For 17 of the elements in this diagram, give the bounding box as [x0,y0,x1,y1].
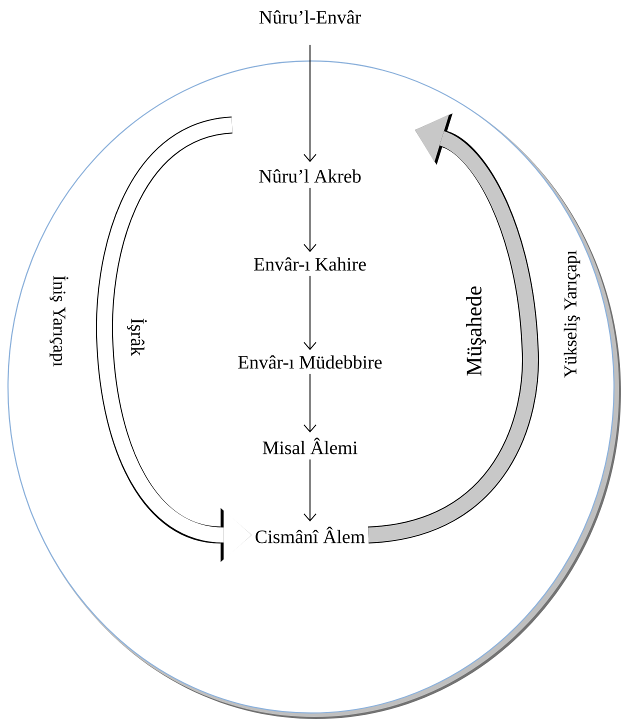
radius-label: İniş Yarıçapı [50,276,68,366]
radius-label: Yükseliş Yarıçapı [564,250,580,378]
arrow [304,458,316,522]
node-text: Cismânî Âlem [256,526,365,544]
block-arrow [367,113,539,544]
node-text: Nûru’l Akreb [259,169,361,183]
node-text: Misal Âlemi [262,438,358,454]
arrow [304,373,316,433]
block-arrow [96,116,252,562]
edge-label: Müşahede [466,286,486,376]
arrow [304,187,316,252]
node-text: Envâr-ı Kahire [254,257,366,271]
arrow [304,44,316,162]
node-text: Nûru’l-Envâr [259,10,362,24]
arrow [304,275,316,350]
edge-label: İşrâk [127,318,147,356]
node-text: Envâr-ı Müdebbire [238,355,382,369]
